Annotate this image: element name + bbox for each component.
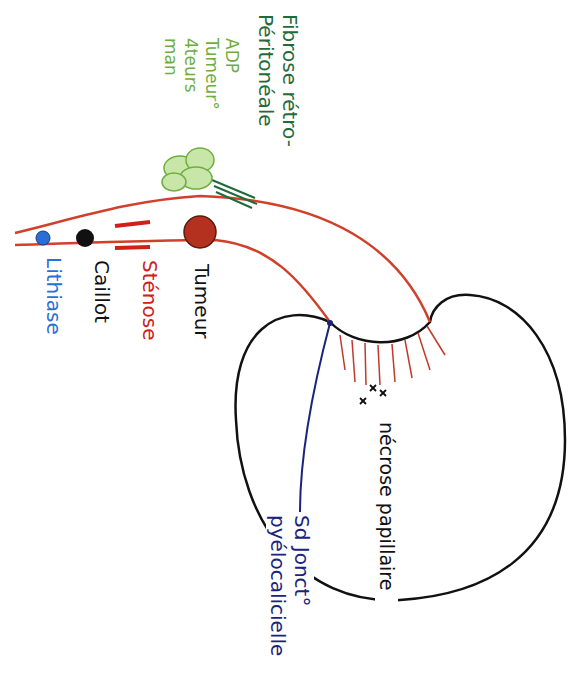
label: nécrose papillaire <box>375 420 398 624</box>
stone-dot <box>36 231 50 245</box>
stenosis-marks <box>115 222 150 248</box>
fibrosis-hatch <box>212 180 257 208</box>
adenopathy <box>162 148 214 191</box>
label: Sd Jonct° pyélocalicielle <box>266 513 314 682</box>
ureter-wall <box>15 196 430 322</box>
leader-line <box>300 323 330 512</box>
label: Tumeur <box>190 262 214 386</box>
label: Lithiase <box>42 255 66 379</box>
label: Caillot <box>90 258 114 382</box>
tumour-mass <box>184 216 216 248</box>
calices <box>340 326 445 385</box>
label: Sténose <box>138 258 162 382</box>
label: ADP Tumeur° 4teurs man <box>160 36 242 132</box>
clot-dot <box>76 229 94 247</box>
label: Fibrose rétro- Péritonéale <box>254 12 302 166</box>
necrosis-marks <box>360 385 386 404</box>
